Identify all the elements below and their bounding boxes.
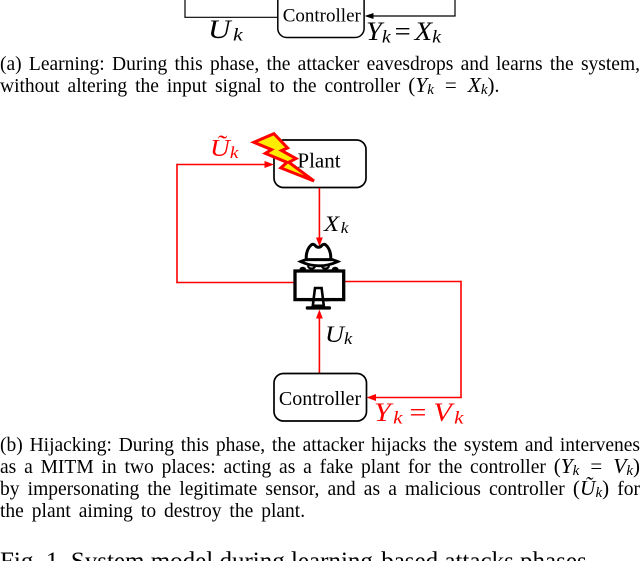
svg-text:Plant: Plant: [297, 149, 340, 173]
svg-text:Controller: Controller: [283, 6, 362, 27]
svg-text:Controller: Controller: [279, 388, 362, 410]
